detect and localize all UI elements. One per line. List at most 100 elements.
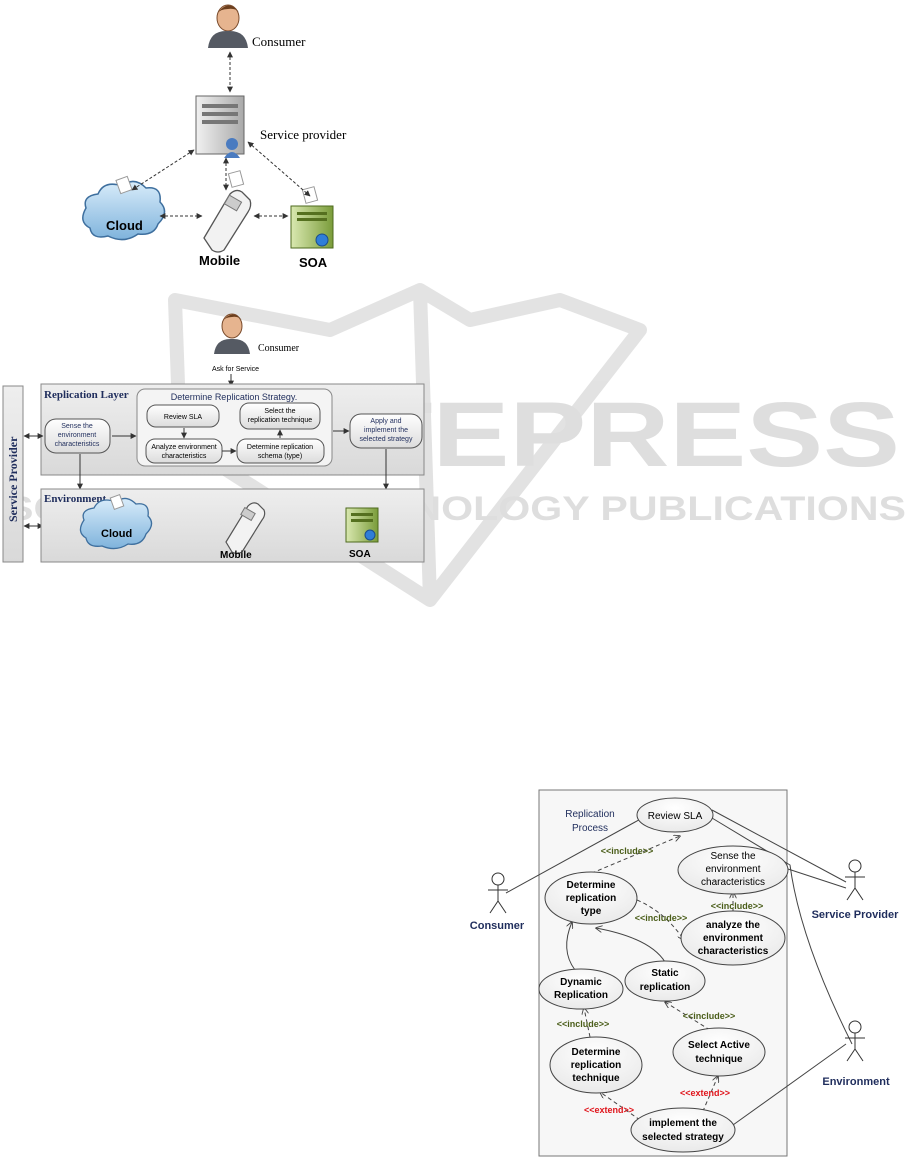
fig3-review-sla: Review SLA <box>648 811 703 822</box>
fig3-process-l2: Process <box>572 823 608 834</box>
usecase-determine-type <box>544 871 638 925</box>
fig2-apply-l2: implement the <box>364 427 408 434</box>
actor-service-provider-icon <box>845 859 865 901</box>
fig3-static-l2: replication <box>640 982 691 993</box>
extend-implement-to-tech <box>600 1092 641 1121</box>
fig2-consumer-label: Consumer <box>258 343 300 354</box>
include-active-to-static <box>665 1002 711 1031</box>
replication-schema-box <box>236 438 325 464</box>
include-type-to-review <box>584 836 680 877</box>
fig2-service-provider-label: Service Provider <box>6 436 20 522</box>
apply-strategy-box <box>349 413 423 449</box>
fig3-static-l1: Static <box>651 968 679 979</box>
fig3-analyze-l3: characteristics <box>698 946 769 957</box>
fig1-mobile-label: Mobile <box>199 253 240 268</box>
usecase-static-replication <box>624 960 706 1002</box>
review-sla-box <box>146 404 220 428</box>
include-label-1: <<include>> <box>601 846 654 856</box>
actor-consumer-icon <box>488 872 508 914</box>
consumer-person-icon <box>214 313 250 354</box>
fig1-cloud-label: Cloud <box>106 218 143 233</box>
fig1-service-provider-label: Service provider <box>260 127 347 142</box>
fig3-det-type-l2: replication <box>566 893 617 904</box>
mobile-phone-icon <box>203 170 252 253</box>
fig2-ask-for-service-label: Ask for Service <box>212 366 259 373</box>
fig3-select-active-l2: technique <box>695 1054 743 1065</box>
fig3-sense-l3: characteristics <box>701 877 765 888</box>
include-label-5: <<include>> <box>683 1011 736 1021</box>
fig2-analyze-l2: characteristics <box>162 453 207 460</box>
assoc-environment-review <box>711 817 853 1045</box>
fig3-actor-provider: Service Provider <box>812 909 900 921</box>
fig3-analyze-l2: environment <box>703 933 764 944</box>
fig2-sense-l1: Sense the <box>61 423 93 430</box>
fig3-dynamic-l1: Dynamic <box>560 977 602 988</box>
include-label-4: <<include>> <box>557 1019 610 1029</box>
fig3-det-tech-l3: technique <box>572 1073 620 1084</box>
fig2-environment-label: Environment <box>44 493 106 505</box>
fig2-analyze-l1: Analyze environment <box>151 444 216 451</box>
fig3-det-tech-l1: Determine <box>572 1047 621 1058</box>
cloud-icon <box>82 175 166 241</box>
fig2-apply-l3: selected strategy <box>360 436 413 443</box>
fig2-select-l2: replication technique <box>248 417 312 424</box>
fig3-implement-l2: selected strategy <box>642 1132 724 1143</box>
select-technique-box <box>239 402 321 430</box>
extend-label-2: <<extend>> <box>680 1088 730 1098</box>
fig3-actor-consumer: Consumer <box>470 920 525 932</box>
fig2-schema-l1: Determine replication <box>247 444 313 451</box>
usecase-review-sla <box>636 797 714 833</box>
fig2-replication-layer-label: Replication Layer <box>44 389 129 401</box>
fig2-cloud-label: Cloud <box>101 528 132 540</box>
include-label-3: <<include>> <box>635 913 688 923</box>
figure-2-replication-framework: Consumer Ask for Service Service Provide… <box>2 313 425 563</box>
fig3-dynamic-l2: Replication <box>554 990 608 1001</box>
assoc-provider-review <box>711 809 847 883</box>
fig3-det-type-l1: Determine <box>567 880 616 891</box>
fig2-select-l1: Select the <box>264 408 295 415</box>
fig3-process-l1: Replication <box>565 809 614 820</box>
fig3-implement-l1: implement the <box>649 1118 717 1129</box>
fig3-actor-environment: Environment <box>822 1076 890 1088</box>
fig2-schema-l2: schema (type) <box>258 453 302 460</box>
figure-3-use-case-diagram: Replication Process <box>470 789 900 1157</box>
usecase-sense-environment <box>677 845 789 895</box>
fig3-det-type-l3: type <box>581 906 602 917</box>
fig2-apply-l1: Apply and <box>370 418 401 425</box>
fig3-analyze-l1: analyze the <box>706 920 760 931</box>
service-provider-sidebar <box>2 385 24 563</box>
include-label-2: <<include>> <box>711 901 764 911</box>
soa-server-icon <box>345 507 379 543</box>
actor-environment-icon <box>845 1020 865 1062</box>
fig2-sense-l3: characteristics <box>55 441 100 448</box>
fig2-sense-l2: environment <box>58 432 97 439</box>
assoc-provider-sense <box>784 867 847 889</box>
fig2-soa-label: SOA <box>349 549 371 560</box>
usecase-determine-technique <box>549 1036 643 1094</box>
arrow-server-cloud <box>131 149 195 191</box>
assoc-consumer-review <box>505 815 647 894</box>
assoc-environment-implement <box>725 1043 847 1131</box>
fig3-sense-l2: environment <box>705 864 760 875</box>
consumer-person-icon <box>208 4 248 48</box>
usecase-implement-strategy <box>630 1107 736 1153</box>
fig3-det-tech-l2: replication <box>571 1060 622 1071</box>
sense-environment-box <box>44 418 111 454</box>
fig3-select-active-l1: Select Active <box>688 1040 750 1051</box>
arrow-server-soa <box>247 141 311 197</box>
extend-label-1: <<extend>> <box>584 1105 634 1115</box>
gen-dynamic-to-type <box>566 922 576 971</box>
soa-server-icon <box>290 186 334 249</box>
figure-1-architecture: Consumer Service provider Cloud Mobile <box>82 4 347 270</box>
fig2-mobile-label: Mobile <box>220 550 252 561</box>
cloud-icon <box>79 494 153 550</box>
include-tech-to-dynamic <box>584 1008 591 1038</box>
usecase-select-active-technique <box>672 1027 766 1077</box>
usecase-analyze-environment <box>680 910 786 966</box>
mobile-phone-icon <box>225 502 266 555</box>
fig2-determine-strategy-label: Determine Replication Strategy. <box>171 392 297 402</box>
service-provider-server-icon <box>195 95 245 158</box>
fig1-consumer-label: Consumer <box>252 34 306 49</box>
fig1-soa-label: SOA <box>299 255 328 270</box>
